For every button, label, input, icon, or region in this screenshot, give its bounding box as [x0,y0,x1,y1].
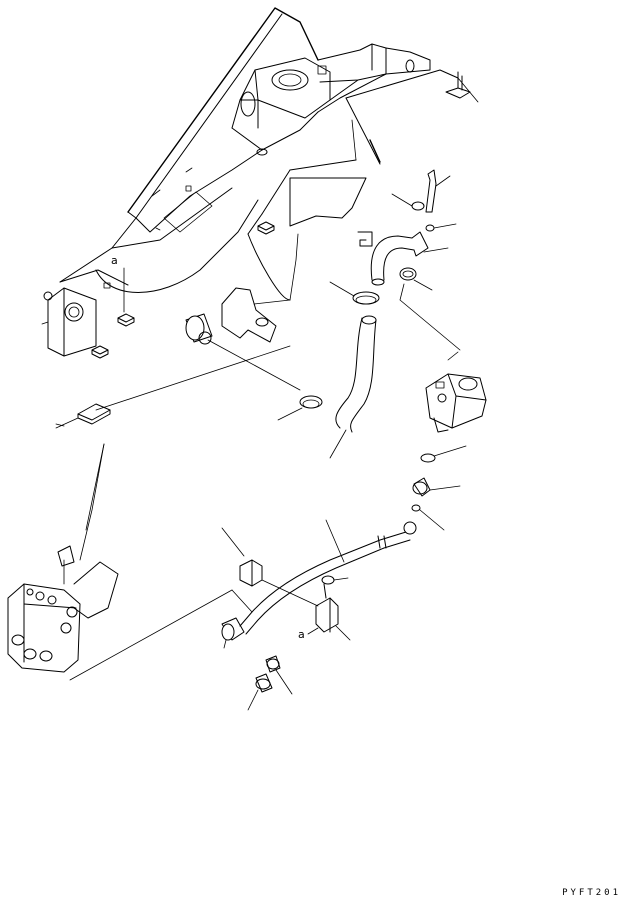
pump-fittings [411,445,467,531]
cab-floor [247,69,479,301]
callout-label-a-bottom: a [298,628,305,641]
pads: a [91,221,275,359]
hose-assembly [277,231,429,459]
callout-label-a-top: a [111,254,118,267]
hydraulic-pump [425,373,487,433]
bottom-fittings [247,655,293,711]
left-mount-plate [41,282,111,357]
leader-lines [289,233,459,361]
pipe-bracket [185,287,301,391]
line-clamps: a [221,527,351,641]
washer-tab [55,345,291,429]
steel-line [221,519,417,649]
fasteners-top-right [391,169,461,351]
control-valve [7,443,253,681]
figure-code: PYFT201 [562,888,621,898]
main-frame [59,7,431,293]
